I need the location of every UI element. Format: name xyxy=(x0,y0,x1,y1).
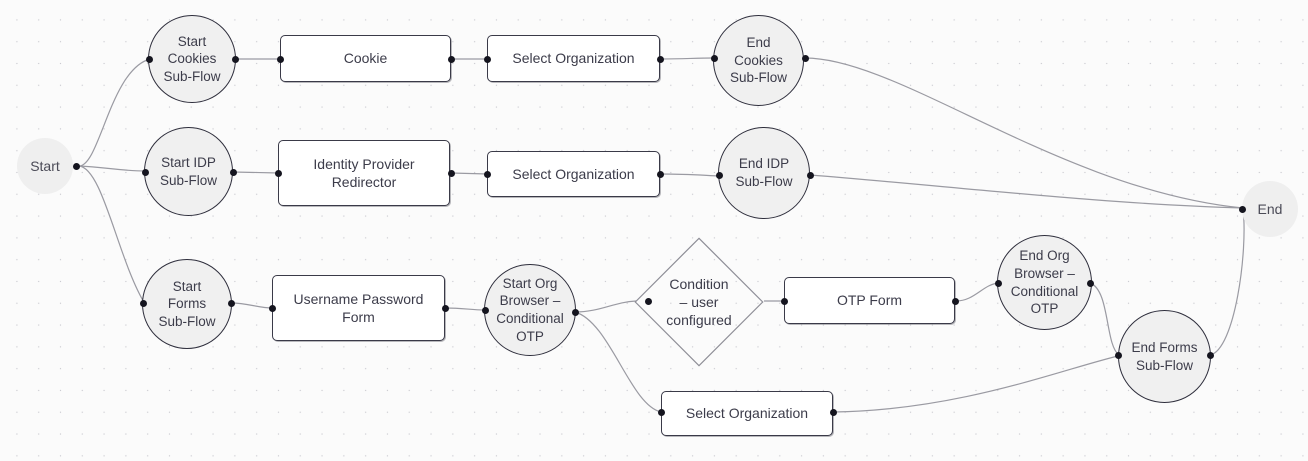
node-label-otp-form: OTP Form xyxy=(836,292,903,309)
edge-start-to-start-cookies[interactable] xyxy=(78,58,151,167)
edge-end-forms-to-end[interactable] xyxy=(1209,208,1245,356)
port-end-forms-left[interactable] xyxy=(1114,351,1122,359)
port-user-pass-form-left[interactable] xyxy=(268,304,276,312)
port-cookie-right[interactable] xyxy=(447,55,455,63)
port-select-org-3-left[interactable] xyxy=(657,408,665,416)
node-user-pass-form[interactable]: Username Password Form xyxy=(272,275,445,341)
port-end-org-left[interactable] xyxy=(994,279,1002,287)
port-cookie-left[interactable] xyxy=(276,55,284,63)
node-end-org[interactable]: End Org Browser – Conditional OTP xyxy=(997,235,1092,330)
port-condition-left[interactable] xyxy=(644,297,652,305)
port-end-idp-left[interactable] xyxy=(715,171,723,179)
node-label-end-org: End Org Browser – Conditional OTP xyxy=(1010,248,1079,317)
port-start-cookies-right[interactable] xyxy=(231,55,239,63)
node-label-end-idp: End IDP Sub-Flow xyxy=(735,156,793,189)
port-select-org-1-right[interactable] xyxy=(656,55,664,63)
port-start-idp-left[interactable] xyxy=(141,168,149,176)
node-end-forms[interactable]: End Forms Sub-Flow xyxy=(1118,310,1211,403)
port-otp-form-left[interactable] xyxy=(780,297,788,305)
node-select-org-3[interactable]: Select Organization xyxy=(661,391,833,436)
port-start-org-right[interactable] xyxy=(571,308,579,316)
node-label-cookie: Cookie xyxy=(343,50,388,67)
node-label-start-cookies: Start Cookies Sub-Flow xyxy=(163,33,221,84)
edge-user-pass-form-to-start-org[interactable] xyxy=(445,307,486,311)
port-end-left[interactable] xyxy=(1238,205,1246,213)
port-end-idp-right[interactable] xyxy=(806,171,814,179)
node-end[interactable]: End xyxy=(1242,181,1298,237)
port-end-cookies-right[interactable] xyxy=(801,54,809,62)
edge-start-org-to-condition[interactable] xyxy=(574,300,637,313)
node-idp-redirector[interactable]: Identity Provider Redirector xyxy=(278,140,450,206)
port-idp-redirector-right[interactable] xyxy=(447,169,455,177)
node-start-idp[interactable]: Start IDP Sub-Flow xyxy=(144,127,233,216)
port-start-right[interactable] xyxy=(72,162,80,170)
port-start-org-left[interactable] xyxy=(481,306,489,314)
port-end-forms-right[interactable] xyxy=(1206,351,1214,359)
node-condition[interactable]: Condition – user configured xyxy=(634,237,764,367)
port-end-cookies-left[interactable] xyxy=(710,54,718,62)
node-label-idp-redirector: Identity Provider Redirector xyxy=(313,155,415,190)
node-end-cookies[interactable]: End Cookies Sub-Flow xyxy=(713,15,804,106)
edge-start-to-start-forms[interactable] xyxy=(78,165,146,305)
port-user-pass-form-right[interactable] xyxy=(441,304,449,312)
node-label-start-forms: Start Forms Sub-Flow xyxy=(158,278,216,329)
node-start-forms[interactable]: Start Forms Sub-Flow xyxy=(142,259,232,349)
node-label-select-org-2: Select Organization xyxy=(512,165,635,182)
port-select-org-3-right[interactable] xyxy=(829,408,837,416)
node-start-org[interactable]: Start Org Browser – Conditional OTP xyxy=(484,264,576,356)
node-cookie[interactable]: Cookie xyxy=(280,35,451,82)
edge-otp-form-to-end-org[interactable] xyxy=(955,282,1000,302)
diamond-shape xyxy=(634,237,764,367)
node-label-select-org-3: Select Organization xyxy=(685,405,809,422)
node-label-start: Start xyxy=(30,157,60,174)
node-label-user-pass-form: Username Password Form xyxy=(293,290,424,325)
port-start-forms-right[interactable] xyxy=(227,299,235,307)
node-end-idp[interactable]: End IDP Sub-Flow xyxy=(718,127,810,219)
edge-end-idp-to-end[interactable] xyxy=(809,174,1244,209)
port-end-org-right[interactable] xyxy=(1086,279,1094,287)
edge-select-org-3-to-end-forms[interactable] xyxy=(833,355,1119,413)
node-label-select-org-1: Select Organization xyxy=(512,50,635,67)
node-otp-form[interactable]: OTP Form xyxy=(784,277,955,324)
edge-end-org-to-end-forms[interactable] xyxy=(1089,282,1120,356)
node-label-start-org: Start Org Browser – Conditional OTP xyxy=(496,275,564,344)
edge-start-idp-to-idp-redirector[interactable] xyxy=(232,171,280,174)
port-start-cookies-left[interactable] xyxy=(145,55,153,63)
edge-select-org-1-to-end-cookies[interactable] xyxy=(660,57,714,60)
node-start[interactable]: Start xyxy=(17,138,73,194)
node-select-org-2[interactable]: Select Organization xyxy=(487,151,660,197)
edge-idp-redirector-to-select-org-2[interactable] xyxy=(450,172,489,175)
node-label-end-cookies: End Cookies Sub-Flow xyxy=(729,35,788,86)
port-select-org-2-right[interactable] xyxy=(656,170,664,178)
port-start-forms-left[interactable] xyxy=(139,299,147,307)
edge-start-to-start-idp[interactable] xyxy=(78,165,147,172)
edge-start-forms-to-user-pass-form[interactable] xyxy=(230,302,274,309)
node-label-start-idp: Start IDP Sub-Flow xyxy=(159,154,218,188)
edge-select-org-2-to-end-idp[interactable] xyxy=(660,173,720,177)
node-label-end-forms: End Forms Sub-Flow xyxy=(1131,339,1198,373)
edge-end-cookies-to-end[interactable] xyxy=(804,57,1244,209)
node-start-cookies[interactable]: Start Cookies Sub-Flow xyxy=(148,15,236,103)
port-otp-form-right[interactable] xyxy=(951,297,959,305)
node-select-org-1[interactable]: Select Organization xyxy=(487,35,660,82)
port-idp-redirector-left[interactable] xyxy=(274,169,282,177)
port-select-org-1-left[interactable] xyxy=(483,55,491,63)
port-select-org-2-left[interactable] xyxy=(483,170,491,178)
port-start-idp-right[interactable] xyxy=(229,168,237,176)
node-label-end: End xyxy=(1257,200,1283,217)
